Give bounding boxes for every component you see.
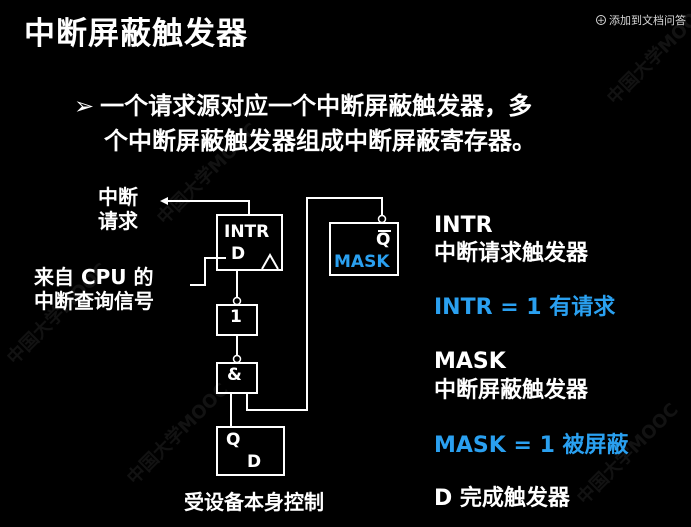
intr-description: 中断请求触发器 bbox=[434, 241, 589, 266]
add-to-doc-qa-button[interactable]: + 添加到文档问答 bbox=[596, 12, 686, 28]
mask-flipflop-box bbox=[329, 222, 399, 276]
intr-box-d-label: D bbox=[231, 244, 246, 264]
cpu-query-wire bbox=[190, 257, 226, 286]
and-gate-label: & bbox=[227, 365, 242, 385]
interrupt-request-wire bbox=[166, 200, 250, 215]
mask-equation: MASK = 1 被屏蔽 bbox=[434, 433, 629, 458]
intr-clock-triangle bbox=[261, 252, 279, 270]
page-title: 中断屏蔽触发器 bbox=[24, 16, 248, 52]
mask-box-label: MASK bbox=[334, 252, 390, 272]
done-flipflop-box bbox=[216, 426, 285, 476]
done-box-q-label: Q bbox=[226, 430, 241, 450]
bullet-text-1: 一个请求源对应一个中断屏蔽触发器，多 bbox=[100, 92, 533, 120]
done-flipflop-description: D 完成触发器 bbox=[434, 486, 570, 511]
interrupt-request-label: 中断 请求 bbox=[98, 185, 138, 233]
arrow-head bbox=[160, 197, 168, 205]
bullet-line-1: ➢一个请求源对应一个中断屏蔽触发器，多 bbox=[74, 86, 532, 121]
bullet-line-2: 个中断屏蔽触发器组成中断屏蔽寄存器。 bbox=[104, 121, 536, 156]
inverter-bubble bbox=[232, 296, 242, 306]
add-to-doc-qa-label: 添加到文档问答 bbox=[609, 14, 686, 27]
device-controlled-label: 受设备本身控制 bbox=[184, 490, 324, 514]
inverter-bubble bbox=[377, 214, 387, 224]
inverter-bubble bbox=[232, 354, 242, 364]
mask-box-q-label: Q bbox=[376, 230, 391, 250]
done-box-d-label: D bbox=[247, 452, 262, 472]
one-gate-label: 1 bbox=[230, 307, 242, 327]
cpu-query-signal-label: 来自 CPU 的 中断查询信号 bbox=[34, 265, 154, 313]
plus-circle-icon: + bbox=[596, 15, 606, 26]
intr-box-label: INTR bbox=[224, 222, 270, 242]
intr-equation: INTR = 1 有请求 bbox=[434, 295, 616, 320]
intr-title: INTR bbox=[434, 213, 493, 238]
mask-wire bbox=[246, 197, 383, 411]
bullet-arrow-icon: ➢ bbox=[74, 92, 95, 120]
mask-title: MASK bbox=[434, 349, 506, 374]
bullet-text-2: 个中断屏蔽触发器组成中断屏蔽寄存器。 bbox=[104, 127, 536, 155]
mask-description: 中断屏蔽触发器 bbox=[434, 378, 589, 403]
